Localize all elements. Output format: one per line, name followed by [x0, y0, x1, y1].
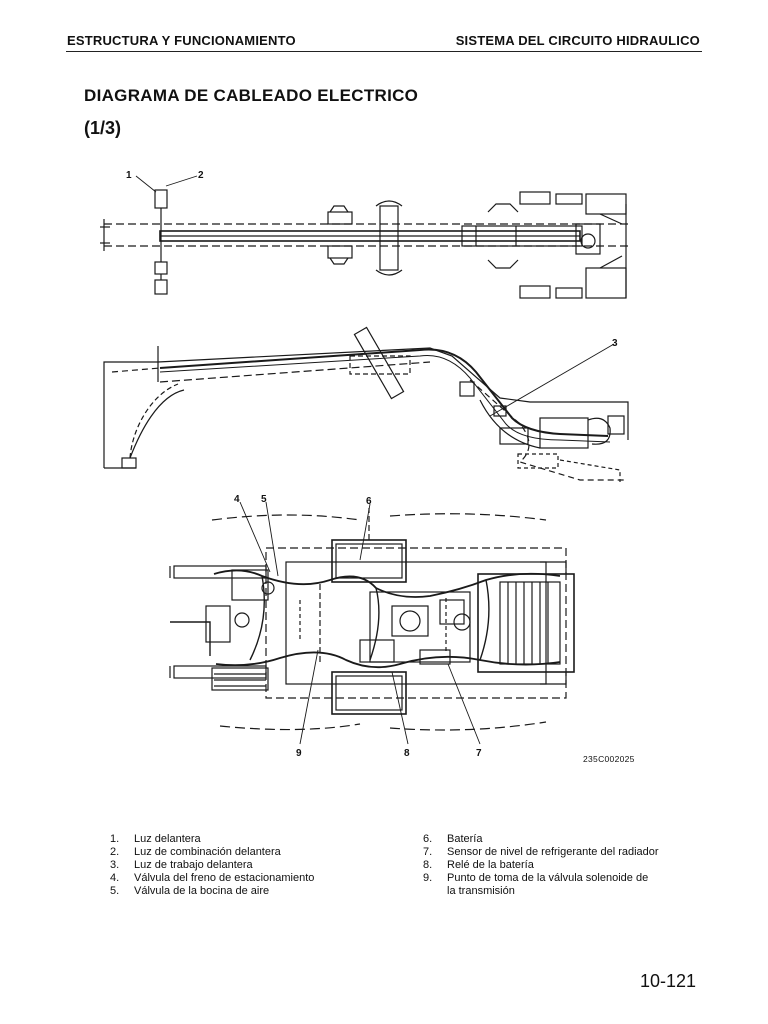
legend-text: Válvula del freno de estacionamiento — [134, 872, 315, 884]
callout-2: 2 — [198, 170, 204, 181]
legend-number: 8. — [423, 859, 433, 871]
header-system-title: SISTEMA DEL CIRCUITO HIDRAULICO — [455, 33, 700, 48]
legend-item: 3. Luz de trabajo delantera — [110, 859, 314, 872]
callout-3: 3 — [612, 338, 618, 349]
legend-text: Luz de trabajo delantera — [134, 859, 253, 871]
callout-1: 1 — [126, 170, 132, 181]
callout-6: 6 — [366, 496, 372, 507]
figure-code: 235C002025 — [583, 754, 635, 764]
legend-number: 6. — [423, 833, 433, 845]
legend-number: 2. — [110, 846, 120, 858]
callout-8: 8 — [404, 748, 410, 759]
wiring-diagram: 1 2 3 4 5 6 7 8 9 — [100, 170, 629, 759]
legend-number: 5. — [110, 885, 120, 897]
view-side-frame — [103, 326, 629, 482]
legend-item: 6. Batería — [423, 833, 659, 846]
callout-7: 7 — [476, 748, 482, 759]
callout-9: 9 — [296, 748, 302, 759]
legend-left: 1. Luz delantera 2. Luz de combinación del… — [110, 833, 314, 898]
legend-item: 8. Relé de la batería — [423, 859, 659, 872]
legend-item: 1. Luz delantera — [110, 833, 314, 846]
legend-item: 7. Sensor de nivel de refrigerante del ra… — [423, 846, 659, 859]
legend-number: 4. — [110, 872, 120, 884]
legend-text: Válvula de la bocina de aire — [134, 885, 270, 897]
callout-4: 4 — [234, 494, 240, 505]
legend-text: Relé de la batería — [447, 859, 534, 871]
legend-number: 9. — [423, 872, 433, 884]
legend-item: 4. Válvula del freno de estacionamiento — [110, 872, 314, 885]
legend-right: 6. Batería 7. Sensor de nivel de refrigera… — [423, 833, 659, 898]
legend-text: Sensor de nivel de refrigerante del radi… — [447, 846, 659, 858]
page-subtitle: (1/3) — [84, 118, 122, 138]
view-plan-chassis — [169, 501, 575, 745]
legend-number: 7. — [423, 846, 433, 858]
callout-5: 5 — [261, 494, 267, 505]
page-title: DIAGRAMA DE CABLEADO ELECTRICO — [84, 86, 419, 105]
view-top-frame — [100, 175, 628, 299]
legend-text: Luz de combinación delantera — [134, 846, 281, 858]
legend-number: 3. — [110, 859, 120, 871]
legend-item: 9. Punto de toma de la válvula solenoide … — [423, 872, 659, 898]
legend-number: 1. — [110, 833, 120, 845]
page-number: 10-121 — [639, 971, 696, 991]
legend-text: Batería — [447, 833, 483, 845]
legend-item: 2. Luz de combinación delantera — [110, 846, 314, 859]
header-rule — [66, 51, 702, 52]
header-section-title: ESTRUCTURA Y FUNCIONAMIENTO — [67, 33, 296, 48]
legend-text: Luz delantera — [134, 833, 201, 845]
legend-text: Punto de toma de la válvula solenoide de… — [447, 872, 649, 897]
legend-item: 5. Válvula de la bocina de aire — [110, 885, 314, 898]
